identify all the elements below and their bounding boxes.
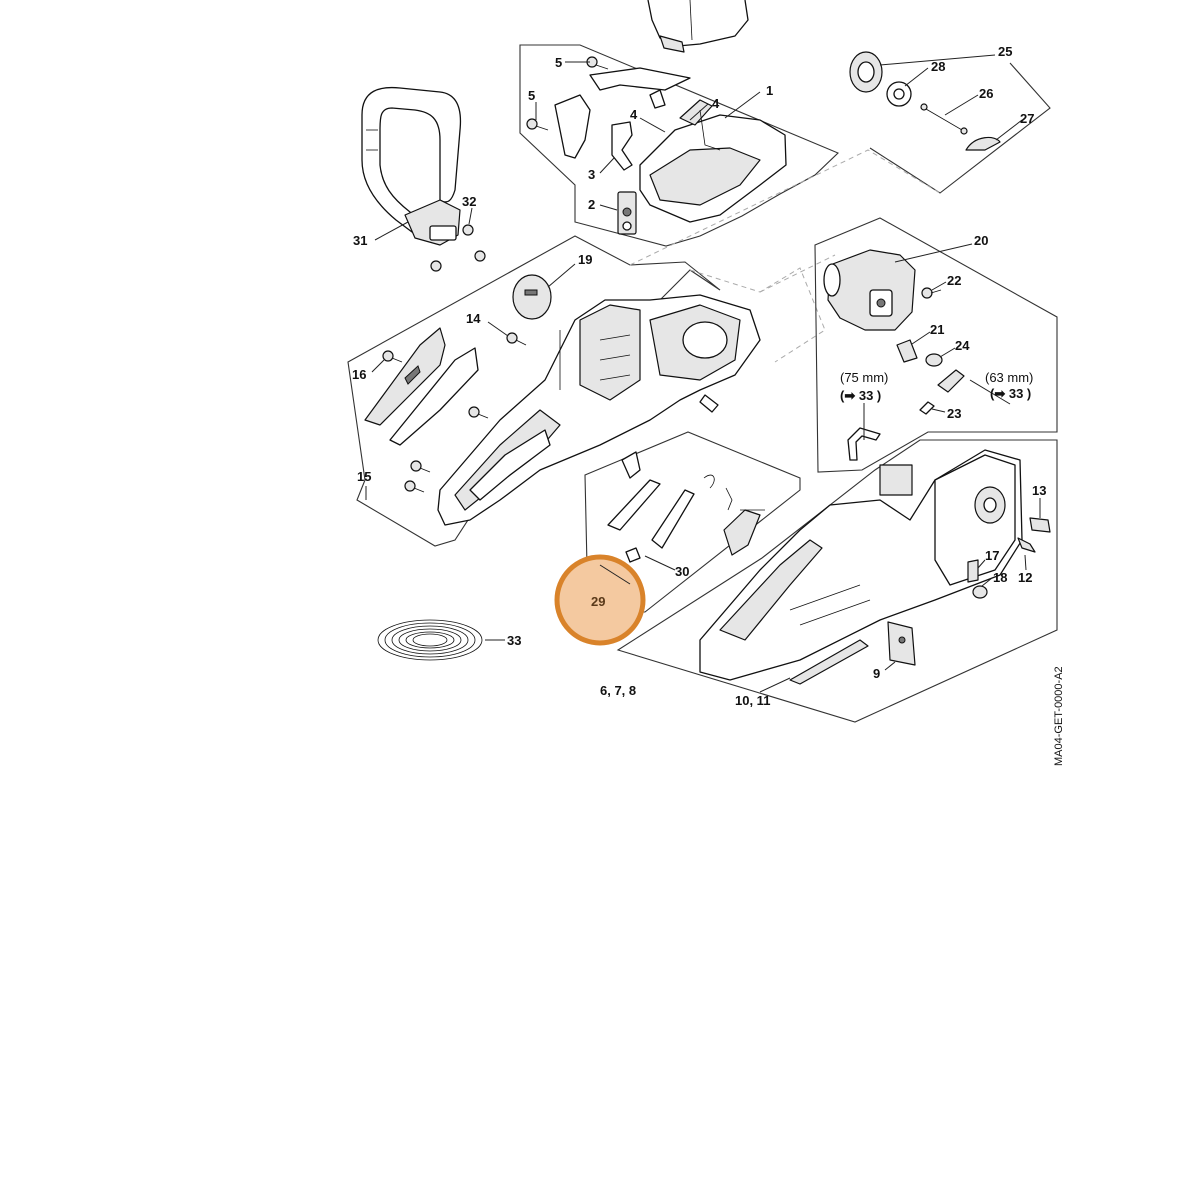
- callout-12[interactable]: 12: [1018, 570, 1032, 585]
- callout-4[interactable]: 4: [630, 107, 638, 122]
- callout-6-8[interactable]: 6, 7, 8: [600, 683, 636, 698]
- callout-5[interactable]: 5: [555, 55, 562, 70]
- group-box-20: [814, 217, 1058, 473]
- bolt-part: [896, 339, 918, 363]
- callout-19[interactable]: 19: [578, 252, 592, 267]
- callout-17[interactable]: 17: [985, 548, 999, 563]
- callout-33[interactable]: 33: [507, 633, 521, 648]
- callout-18[interactable]: 18: [993, 570, 1007, 585]
- callout-26[interactable]: 26: [979, 86, 993, 101]
- note-63mm: (63 mm): [985, 370, 1033, 385]
- callout-30[interactable]: 30: [675, 564, 689, 579]
- callout-5[interactable]: 5: [528, 88, 535, 103]
- callout-13[interactable]: 13: [1032, 483, 1046, 498]
- screw-icon: [506, 332, 527, 346]
- drawing-id: MA04-GET-0000-A2: [1053, 666, 1065, 766]
- callout-28[interactable]: 28: [931, 59, 945, 74]
- filter-disc-part: [512, 274, 552, 320]
- callout-3[interactable]: 3: [588, 167, 595, 182]
- damper-part: [364, 327, 479, 446]
- callout-1[interactable]: 1: [766, 83, 773, 98]
- callout-31[interactable]: 31: [353, 233, 367, 248]
- handlebar-part: [361, 86, 462, 246]
- callout-29[interactable]: 29: [591, 594, 605, 609]
- plate-part: [887, 621, 916, 666]
- screw-icon: [921, 287, 942, 299]
- callout-2[interactable]: 2: [588, 197, 595, 212]
- screw-icon: [462, 224, 474, 236]
- callout-32[interactable]: 32: [462, 194, 476, 209]
- screw-icon: [474, 250, 486, 262]
- callout-labels: 1 2 3 4 4 5 5 6, 7, 8 9 10, 11 12 13 14 …: [352, 44, 1046, 708]
- stud-part: [967, 559, 979, 583]
- callout-15[interactable]: 15: [357, 469, 371, 484]
- cover-part: [554, 67, 787, 235]
- crankcase-part: [437, 294, 761, 526]
- note-75mm: (75 mm): [840, 370, 888, 385]
- stud-part: [1017, 537, 1036, 553]
- plug-part: [925, 353, 943, 367]
- screw-icon: [430, 260, 442, 272]
- callout-27[interactable]: 27: [1020, 111, 1034, 126]
- carburetor-part: [823, 249, 916, 331]
- screw-icon: [410, 460, 431, 473]
- callout-21[interactable]: 21: [930, 322, 944, 337]
- spiral-spring-part: [377, 619, 483, 661]
- group-box-25: [869, 62, 1051, 194]
- screw-icon: [468, 406, 489, 419]
- starter-grip-part: [965, 136, 1001, 151]
- washer-part: [886, 81, 912, 107]
- callout-23[interactable]: 23: [947, 406, 961, 421]
- screw-icon: [586, 56, 609, 70]
- callout-10-11[interactable]: 10, 11: [735, 693, 770, 708]
- group-box-1: [519, 44, 839, 247]
- callout-9[interactable]: 9: [873, 666, 880, 681]
- callout-22[interactable]: 22: [947, 273, 961, 288]
- hose-part: [847, 427, 881, 461]
- callout-20[interactable]: 20: [974, 233, 988, 248]
- top-partial-part: [647, 0, 749, 53]
- callout-16[interactable]: 16: [352, 367, 366, 382]
- group-box-6-8: [616, 439, 1058, 723]
- note-75mm-ref[interactable]: (➡ 33 ): [840, 388, 881, 403]
- starter-pulley-part: [849, 51, 883, 93]
- rope-part: [920, 103, 968, 135]
- handle-housing-part: [699, 449, 1023, 681]
- leader-lines: [365, 54, 1041, 693]
- size-notes: (75 mm) (➡ 33 ) (63 mm) (➡ 33 ): [840, 370, 1033, 403]
- label-part: [789, 639, 869, 685]
- note-63mm-ref[interactable]: (➡ 33 ): [990, 386, 1031, 401]
- callout-24[interactable]: 24: [955, 338, 970, 353]
- throttle-trigger-part: [607, 451, 765, 563]
- elbow-part: [919, 369, 965, 415]
- callout-25[interactable]: 25: [998, 44, 1012, 59]
- nut-part: [972, 585, 988, 599]
- callout-14[interactable]: 14: [466, 311, 481, 326]
- screw-icon: [382, 350, 403, 363]
- callout-4[interactable]: 4: [712, 96, 720, 111]
- screw-icon: [526, 118, 549, 131]
- screw-icon: [404, 480, 425, 493]
- stud-part: [1029, 517, 1051, 533]
